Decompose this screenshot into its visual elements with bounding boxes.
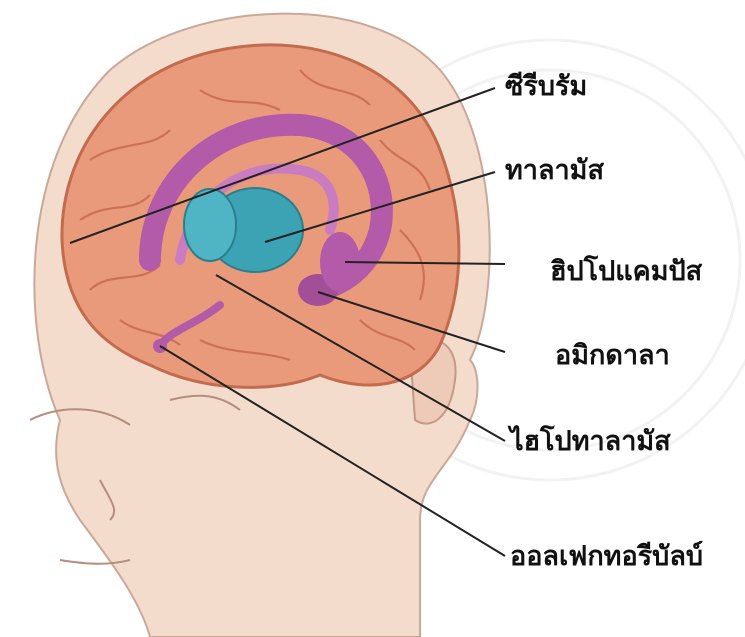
label-cerebrum: ซีรีบรัม [505, 73, 587, 100]
label-thalamus: ทาลามัส [505, 157, 604, 184]
thalamus-left [184, 189, 236, 261]
label-olfactory-bulb: ออลเฟกทอรีบัลบ์ [510, 543, 703, 570]
label-amygdala: อมิกดาลา [555, 342, 670, 369]
label-hypothalamus: ไฮโปทาลามัส [510, 428, 671, 455]
label-hippocampus: ฮิปโปแคมปัส [550, 258, 702, 285]
